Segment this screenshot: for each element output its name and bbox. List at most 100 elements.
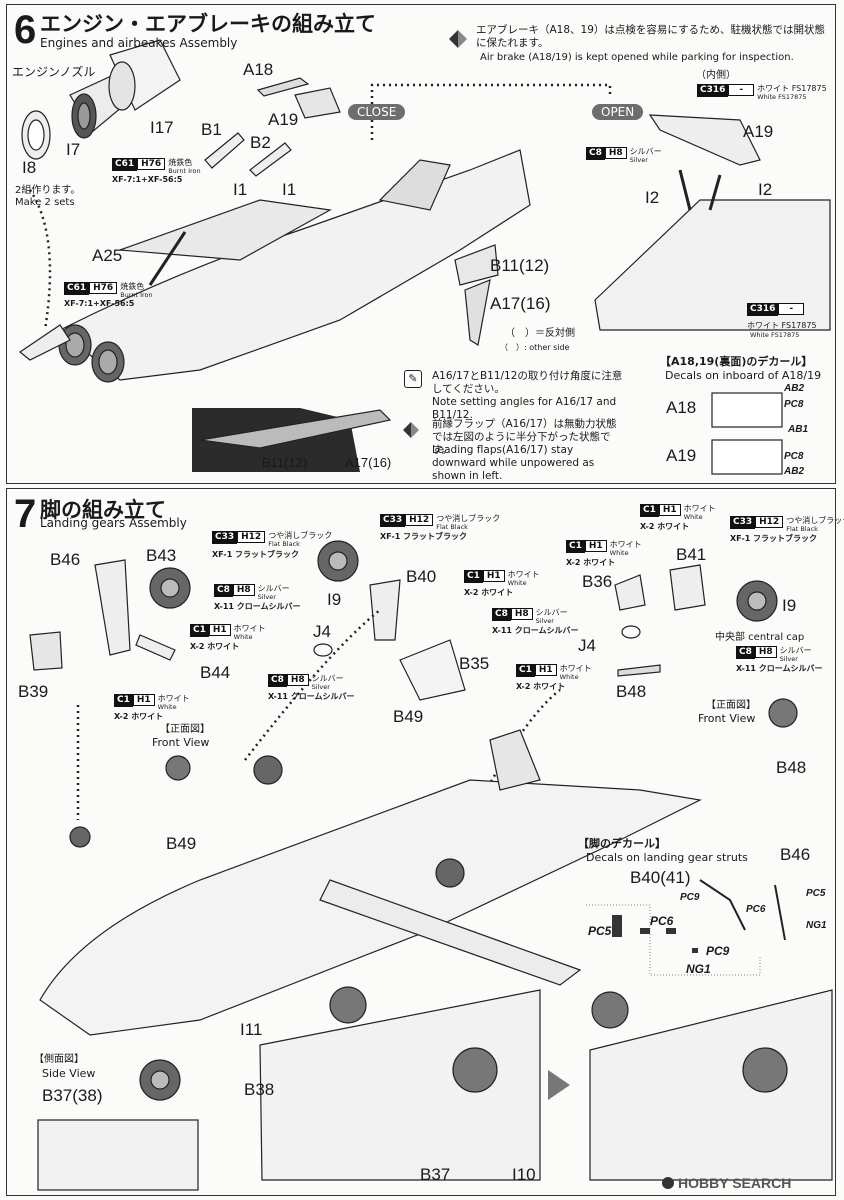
front-view-jp: 【正面図】: [160, 724, 210, 735]
paint-code-h1: H1: [208, 624, 231, 636]
paint-code-c33: C33: [212, 531, 238, 544]
part-b1: B1: [201, 120, 222, 139]
part-b43: B43: [146, 546, 177, 565]
double-arrow-icon-2: [411, 422, 419, 438]
engine-nozzle-label: エンジンノズル: [12, 65, 96, 79]
part-a19-decal: A19: [666, 446, 697, 465]
part-i11: I11: [240, 1020, 263, 1039]
angle-note-en: Note setting angles for A16/17 and B11/1…: [432, 396, 617, 421]
paint-name-jp: つや消しブラック: [436, 514, 501, 523]
watermark-text: HOBBY SEARCH: [678, 1175, 792, 1191]
part-b11-silhouette: B11(12): [262, 455, 308, 470]
double-arrow-icon: [403, 422, 411, 438]
paint-mix: XF-1 フラットブラック: [730, 534, 818, 543]
paint-name-en: Silver: [629, 156, 648, 164]
part-b35: B35: [459, 654, 490, 673]
paint-mix: X-2 ホワイト: [114, 712, 164, 721]
part-i9-left: I9: [327, 590, 342, 609]
paint-code-h8: H8: [232, 584, 255, 596]
airbrake-note-jp: エアブレーキ（A18、19）は点検を容易にするため、駐機状態では開状態に保たれま…: [476, 24, 826, 49]
paint-mix: X-2 ホワイト: [190, 642, 240, 651]
part-i8: I8: [22, 158, 37, 177]
flap-note-en: Leading flaps(A16/17) stay downward whil…: [432, 444, 595, 482]
paint-mix: X-2 ホワイト: [640, 522, 690, 531]
part-b44: B44: [200, 663, 231, 682]
part-a17-silhouette: A17(16): [345, 455, 392, 470]
paint-mix: XF-7:1+XF-56:5: [64, 299, 135, 308]
gear-decal-title-en: Decals on landing gear struts: [586, 851, 748, 864]
part-i7: I7: [66, 140, 81, 159]
step6-title-jp: エンジン・エアブレーキの組み立て: [40, 12, 376, 36]
paint-mix: X-2 ホワイト: [516, 682, 566, 691]
flap-note-jp: 前縁フラップ（A16/17）は無動力状態では左図のように半分下がった状態です。: [432, 418, 617, 456]
side-view-jp: 【側面図】: [34, 1054, 84, 1065]
close-label: CLOSE: [348, 104, 406, 120]
decal-sheet-swatch: [612, 915, 622, 937]
paint-code-h8: H8: [510, 608, 533, 620]
paint-code-h12: H12: [237, 531, 266, 543]
paint-code-h8: H8: [754, 646, 777, 658]
decal-sheet-swatch-2: [640, 928, 650, 934]
decal-sheet-swatch-4: [692, 948, 698, 953]
paint-name-jp: ホワイト: [157, 694, 190, 703]
paint-code-c8: C8: [214, 584, 233, 597]
paint-name-en: Silver: [779, 655, 798, 663]
paint-code-c1: C1: [566, 540, 585, 553]
paint-name-jp: 焼鉄色: [168, 158, 193, 167]
decal-ab2-bottom: AB2: [784, 466, 805, 477]
decal-pc8-bottom: PC8: [784, 451, 804, 462]
paint-name-en: Burnt Iron: [168, 167, 201, 175]
step6-title-en: Engines and airbeakes Assembly: [40, 36, 238, 50]
step7-title-en: Landing gears Assembly: [40, 516, 187, 530]
paint-name-en: White: [683, 513, 703, 521]
gear-decal-title-jp: 【脚のデカール】: [578, 837, 666, 850]
paint-code-h1: H1: [132, 694, 155, 706]
front-view-en: Front View: [152, 736, 210, 749]
decal-sheet-swatch-3: [666, 928, 676, 934]
paint-name-jp: ホワイト: [609, 540, 642, 549]
step7-title-jp: 脚の組み立て: [40, 498, 166, 522]
part-a17: A17(16): [490, 294, 551, 313]
make-sets-jp: 2組作ります。: [15, 185, 81, 196]
reverse-side-jp: （ ）＝反対側: [505, 328, 575, 339]
paint-code-dash: -: [778, 303, 805, 315]
part-b40-41-decal: B40(41): [630, 868, 691, 887]
inner-side-label: （内側）: [696, 70, 736, 81]
part-b40: B40: [406, 567, 437, 586]
paint-code-c1: C1: [190, 624, 209, 637]
part-i1-left: I1: [233, 180, 248, 199]
paint-name-jp: シルバー: [257, 584, 290, 593]
paint-code-c33: C33: [380, 514, 406, 527]
reverse-side-en: （ ）: other side: [500, 343, 570, 352]
paint-name-jp: シルバー: [629, 147, 662, 156]
part-a19-right: A19: [743, 122, 774, 141]
paint-code-h12: H12: [405, 514, 434, 526]
paint-code-c61: C61: [112, 158, 138, 171]
part-i2-right: I2: [758, 180, 773, 199]
paint-mix: X-2 ホワイト: [566, 558, 616, 567]
part-b37-38: B37(38): [42, 1086, 103, 1105]
paint-name-en: White FS17875: [750, 331, 800, 339]
decal-ng1-a: NG1: [806, 920, 827, 931]
part-a18: A18: [243, 60, 274, 79]
paint-code-h1: H1: [534, 664, 557, 676]
paint-name-jp: ホワイト: [683, 504, 716, 513]
paint-name-en: Flat Black: [786, 525, 818, 533]
part-b46-decal: B46: [780, 845, 811, 864]
paint-code-c8: C8: [586, 147, 605, 160]
part-b38: B38: [244, 1080, 275, 1099]
part-i1-right: I1: [282, 180, 297, 199]
close-open-arrow-icon-2: [458, 30, 467, 48]
paint-code-h12: H12: [755, 516, 784, 528]
side-view-en: Side View: [42, 1067, 96, 1080]
